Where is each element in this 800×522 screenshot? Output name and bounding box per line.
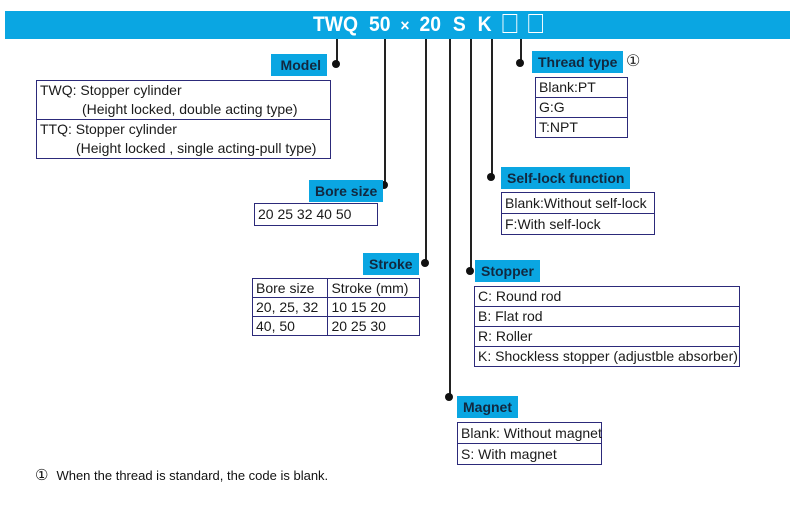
connector-thread <box>520 39 522 63</box>
stopper-row: C: Round rod <box>475 287 739 307</box>
stroke-row: 40, 50 20 25 30 <box>251 316 420 336</box>
code-model: TWQ <box>313 13 359 36</box>
stroke-row: 20, 25, 32 10 15 20 <box>251 297 420 317</box>
ordering-code: TWQ 50 × 20 S K <box>313 12 543 38</box>
magnet-table: Blank: Without magnet S: With magnet <box>457 422 602 465</box>
footnote-marker: ① <box>35 467 49 484</box>
model-row-twq: TWQ: Stopper cylinder (Height locked, do… <box>37 81 330 120</box>
code-stopper: K <box>477 13 492 36</box>
model-row-ttq-desc: (Height locked , single acting-pull type… <box>76 140 317 156</box>
stopper-row: B: Flat rod <box>475 307 739 327</box>
stroke-label: Stroke <box>363 253 419 275</box>
stopper-table: C: Round rod B: Flat rod R: Roller K: Sh… <box>474 286 740 367</box>
stroke-row-values: 20 25 30 <box>327 316 420 336</box>
connector-bore <box>384 39 386 185</box>
bore-size-table: 20 25 32 40 50 <box>254 203 378 226</box>
connector-dot-magnet <box>445 393 453 401</box>
code-times: × <box>400 16 410 35</box>
bore-size-values: 20 25 32 40 50 <box>258 206 352 222</box>
model-label: Model <box>271 54 327 76</box>
connector-dot-stopper <box>466 267 474 275</box>
connector-dot-stroke <box>421 259 429 267</box>
thread-note-marker: ① <box>626 53 641 70</box>
code-thread-box <box>528 14 543 33</box>
connector-self-lock <box>491 39 493 177</box>
self-lock-table: Blank:Without self-lock F:With self-lock <box>501 192 655 235</box>
magnet-row: Blank: Without magnet <box>458 423 602 444</box>
connector-dot-self-lock <box>487 173 495 181</box>
connector-dot-model <box>332 60 340 68</box>
model-row-ttq-title: TTQ: Stopper cylinder <box>40 121 177 137</box>
stopper-row: K: Shockless stopper (adjustble absorber… <box>478 348 738 364</box>
stroke-row-bore: 40, 50 <box>251 316 329 336</box>
code-magnet: S <box>452 13 466 36</box>
connector-dot-thread <box>516 59 524 67</box>
thread-row: Blank:PT <box>536 78 627 98</box>
bore-size-label: Bore size <box>309 180 384 202</box>
model-row-twq-title: TWQ: Stopper cylinder <box>40 82 182 98</box>
code-bore: 50 <box>368 13 391 36</box>
stroke-row-values: 10 15 20 <box>327 297 420 317</box>
connector-magnet <box>449 39 451 397</box>
magnet-row: S: With magnet <box>461 446 557 462</box>
self-lock-row: F:With self-lock <box>505 216 601 232</box>
connector-model <box>336 39 338 64</box>
thread-type-label: Thread type <box>532 51 624 73</box>
stroke-header-bore: Bore size <box>251 278 329 298</box>
header-bar <box>5 11 790 39</box>
stroke-row-bore: 20, 25, 32 <box>251 297 329 317</box>
code-self-lock-box <box>502 14 518 33</box>
connector-stopper <box>470 39 472 271</box>
magnet-label: Magnet <box>457 396 518 418</box>
model-table: TWQ: Stopper cylinder (Height locked, do… <box>36 80 331 159</box>
stroke-header-stroke: Stroke (mm) <box>327 278 420 298</box>
stroke-table: Bore size Stroke (mm) 20, 25, 32 10 15 2… <box>251 278 420 336</box>
code-stroke: 20 <box>419 13 442 36</box>
footnote: ① When the thread is standard, the code i… <box>35 466 328 484</box>
connector-dot-bore <box>380 181 388 189</box>
self-lock-row: Blank:Without self-lock <box>502 193 654 214</box>
thread-type-table: Blank:PT G:G T:NPT <box>535 77 628 138</box>
stroke-header-row: Bore size Stroke (mm) <box>251 278 420 298</box>
model-row-twq-desc: (Height locked, double acting type) <box>82 101 298 117</box>
self-lock-label: Self-lock function <box>501 167 631 189</box>
stopper-label: Stopper <box>475 260 540 282</box>
stopper-row: R: Roller <box>475 327 739 347</box>
thread-row: G:G <box>536 98 627 118</box>
connector-stroke <box>425 39 427 262</box>
model-row-ttq: TTQ: Stopper cylinder (Height locked , s… <box>37 120 330 158</box>
thread-row: T:NPT <box>539 119 578 135</box>
footnote-text: When the thread is standard, the code is… <box>56 468 329 483</box>
